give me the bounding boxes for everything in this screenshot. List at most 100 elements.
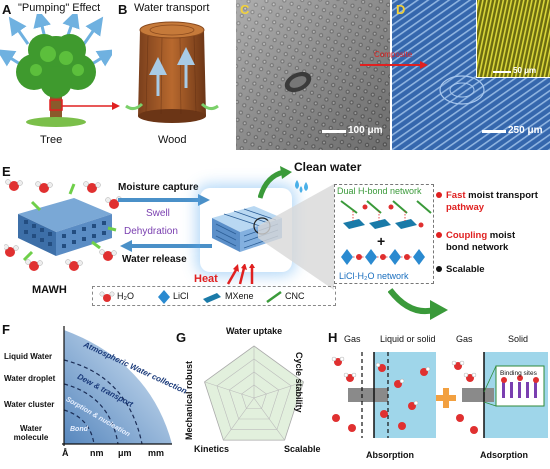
panel-a-title: "Pumping" Effect [18, 2, 101, 14]
panel-g-letter: G [176, 330, 187, 345]
panel-a-letter: A [2, 2, 12, 17]
mechanism-plus: + [377, 233, 386, 249]
release-arrow [120, 240, 212, 252]
panel-b-caption: Wood [158, 134, 187, 146]
y-label-molecule: Water molecule [13, 424, 49, 442]
legend-cnc: CNC [285, 291, 305, 301]
feature-line1: Coupling moist [446, 230, 516, 241]
panel-b-title: Water transport [134, 2, 210, 14]
heat-arrows [226, 264, 255, 285]
e-to-h-arrow [388, 288, 448, 320]
panel-f: F Liquid Water Water droplet Water clust… [0, 322, 188, 469]
upward-flow-arrows [149, 47, 195, 96]
legend-mxene: MXene [225, 291, 254, 301]
panel-d-scale-label: 250 μm [508, 125, 543, 136]
clean-water-arrow [258, 166, 292, 199]
panel-h: H Gas Liquid or solid Gas Solid Absorpti… [328, 322, 550, 469]
radar-axis-water-uptake: Water uptake [226, 326, 283, 336]
licl-network-label: LiCl·H₂O network [339, 271, 409, 281]
feature-item: Fast moist transport pathway [436, 190, 550, 230]
wood-illustration [125, 21, 219, 123]
panel-c-sem-image: C 100 μm [236, 0, 390, 150]
mechanism-box: Dual H-bond network + LiCl·H₂O network [334, 184, 434, 284]
dual-hbond-label: Dual H-bond network [337, 186, 422, 196]
panel-d-letter: D [396, 2, 406, 17]
heat-label: Heat [194, 273, 218, 285]
sem-texture [236, 0, 390, 150]
feature-item: Coupling moist bond network [436, 230, 550, 264]
clean-water-label: Clean water [294, 160, 362, 174]
panel-c-letter: C [240, 2, 250, 17]
panel-d-inset: 50 μm [476, 0, 550, 78]
binding-sites-label: Binding sites [500, 370, 537, 377]
panel-e: E MAWH Moisture capture Swel [0, 152, 550, 310]
h-right-gas-label: Gas [456, 334, 473, 344]
inset-scale-label: 50 μm [513, 66, 537, 75]
swell-label: Swell [146, 208, 170, 219]
h-right-solid-label: Solid [508, 334, 529, 344]
y-label-droplet: Water droplet [4, 374, 56, 383]
absorption-label: Absorption [366, 450, 414, 460]
legend-h2o: H₂O [117, 291, 134, 301]
radar-axis-scalable: Scalable [284, 444, 321, 454]
panel-h-letter: H [328, 330, 338, 345]
feature-line2: bond network [446, 242, 509, 253]
water-drops-icon [295, 180, 308, 193]
absorption-diagram [331, 352, 436, 438]
x-label-angstrom: Å [62, 448, 69, 458]
panel-a: A "Pumping" Effect Tree [0, 0, 112, 150]
evaporation-arrows [0, 14, 112, 67]
feature-line1: Fast moist transport [446, 190, 538, 201]
tree-illustration [0, 14, 112, 127]
capture-arrow [118, 194, 210, 206]
a-to-b-arrow [62, 102, 120, 110]
hbond-network-diagram [340, 200, 432, 229]
licl-network-diagram [341, 249, 425, 265]
moisture-capture-label: Moisture capture [118, 182, 199, 193]
x-label-mm: mm [148, 448, 165, 458]
panel-c-scale-label: 100 μm [348, 125, 383, 136]
water-release-label: Water release [122, 254, 187, 265]
adsorption-diagram [451, 352, 548, 438]
feature-list: Fast moist transport pathway Coupling mo… [436, 190, 550, 284]
panel-b: B Water transport Wood [112, 0, 234, 150]
bullet-icon [436, 192, 442, 198]
zoom-wedge [258, 184, 334, 290]
adsorption-label: Adsorption [480, 450, 528, 460]
inset-fibers [477, 0, 550, 77]
h-left-liquid-label: Liquid or solid [380, 334, 436, 344]
y-label-cluster: Water cluster [4, 400, 55, 409]
y-label-liquid: Liquid Water [4, 352, 53, 361]
arc-bond: Bond [70, 426, 88, 433]
legend-licl: LiCl [173, 291, 189, 301]
composite-label: Composite [374, 50, 413, 59]
scale-diagram [62, 326, 172, 446]
trunk-highlight-box [49, 99, 63, 111]
bullet-icon [436, 232, 442, 238]
radar-chart [204, 345, 304, 441]
radar-axis-mechanical: Mechanical robust [184, 360, 194, 440]
panel-a-caption: Tree [40, 134, 63, 146]
x-label-um: μm [118, 448, 132, 458]
bullet-icon [436, 266, 442, 272]
h-plus-sign [436, 388, 456, 408]
radar-axis-cycle-stability: Cycle stability [294, 352, 304, 413]
panel-b-letter: B [118, 2, 128, 17]
mawh-hydrated [4, 179, 122, 271]
h-left-gas-label: Gas [344, 334, 361, 344]
mawh-label: MAWH [32, 284, 67, 296]
feature-item: Scalable [436, 264, 550, 284]
licl-icon [158, 290, 170, 304]
panel-e-letter: E [2, 164, 11, 179]
radar-axis-kinetics: Kinetics [194, 444, 230, 454]
panel-d-scale-bar [482, 130, 506, 133]
panel-c-scale-bar [322, 130, 346, 133]
panel-f-letter: F [2, 322, 10, 337]
h2o-icon [99, 291, 115, 302]
mxene-icon [203, 293, 221, 303]
dehydration-label: Dehydration [124, 226, 178, 237]
panel-g: G Water uptake Cycle stability Scalable … [176, 322, 326, 469]
cnc-icon [266, 290, 282, 304]
water-molecules [4, 179, 122, 271]
feature-line2: pathway [446, 202, 485, 213]
